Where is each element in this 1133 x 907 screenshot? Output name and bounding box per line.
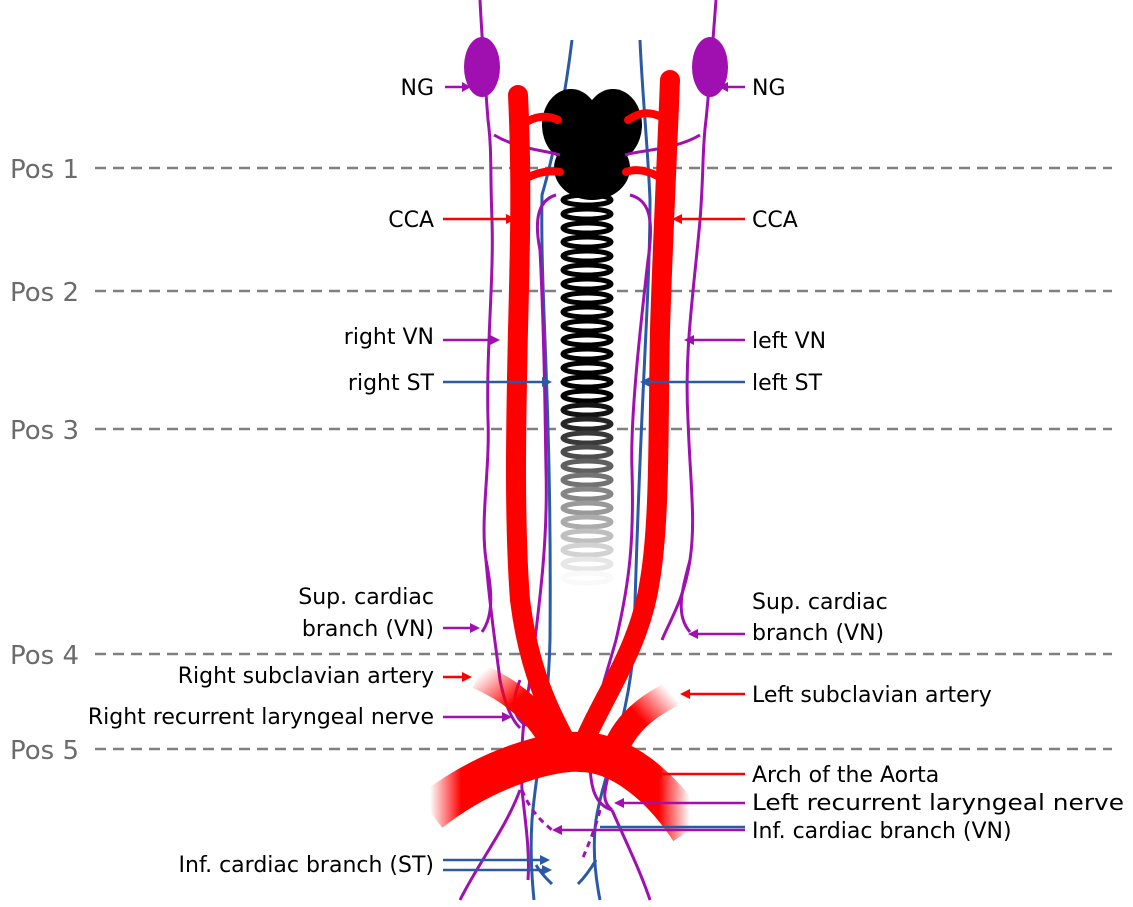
sup-cardiac-right-label-1: Sup. cardiac	[298, 585, 434, 610]
right-st-label: right ST	[348, 371, 435, 396]
larynx	[542, 89, 642, 200]
sup-cardiac-right-label-2: branch (VN)	[302, 617, 434, 642]
position-labels: Pos 1 Pos 2 Pos 3 Pos 4 Pos 5	[10, 155, 79, 766]
left-st-label: left ST	[752, 371, 823, 396]
left-vn-label: left VN	[752, 329, 826, 354]
left-labels: NG CCA right VN right ST Sup. cardiac br…	[88, 76, 435, 878]
right-recurrent-label: Right recurrent laryngeal nerve	[88, 705, 434, 730]
trachea	[562, 180, 612, 600]
cca-right-label: CCA	[752, 208, 798, 233]
cca-left-label: CCA	[388, 208, 434, 233]
ng-left-label: NG	[400, 76, 434, 101]
left-vn-lower	[612, 810, 650, 900]
left-recurrent-label: Left recurrent laryngeal nerve	[752, 791, 1124, 816]
ng-right-label: NG	[752, 76, 786, 101]
pos3-label: Pos 3	[10, 416, 79, 446]
pos5-label: Pos 5	[10, 736, 79, 766]
right-labels: NG CCA left VN left ST Sup. cardiac bran…	[752, 76, 1124, 844]
right-nodose-ganglion	[464, 37, 500, 97]
left-sup-cardiac-branch	[681, 560, 690, 632]
nodose-ganglia	[464, 37, 728, 97]
sup-cardiac-left-label-2: branch (VN)	[752, 621, 884, 646]
pos4-label: Pos 4	[10, 641, 79, 671]
larynx-lower	[554, 136, 630, 200]
aortic-arch	[430, 752, 690, 830]
pos1-label: Pos 1	[10, 155, 79, 185]
right-vn-label: right VN	[344, 325, 434, 350]
pos2-label: Pos 2	[10, 278, 79, 308]
inf-cardiac-vn-label: Inf. cardiac branch (VN)	[752, 819, 1012, 844]
sup-cardiac-left-label-1: Sup. cardiac	[752, 590, 888, 615]
left-subclavian-label: Left subclavian artery	[752, 683, 992, 708]
right-subclavian-label: Right subclavian artery	[178, 664, 434, 689]
arch-aorta-label: Arch of the Aorta	[752, 763, 939, 788]
st-inf-branch-l	[578, 860, 596, 884]
inf-cardiac-st-label: Inf. cardiac branch (ST)	[179, 853, 434, 878]
left-cca-branch-upper	[628, 113, 668, 120]
